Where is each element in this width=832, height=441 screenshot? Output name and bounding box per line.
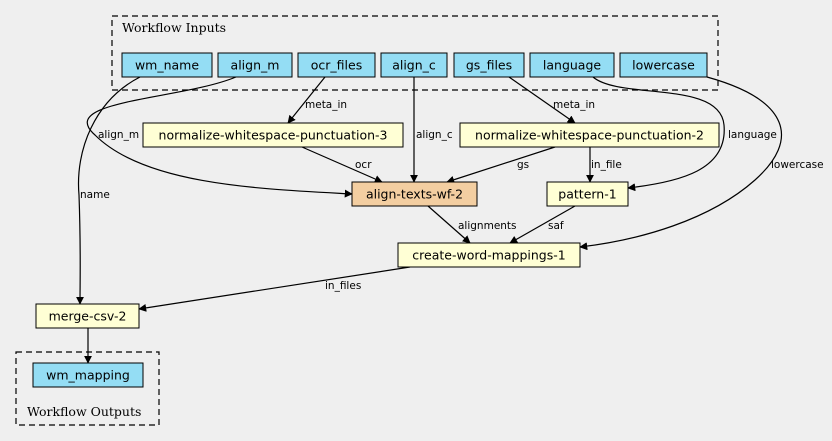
node-nwp3: normalize-whitespace-punctuation-3 (142, 122, 404, 148)
node-label-align_m: align_m (231, 58, 280, 73)
node-wm_name: wm_name (121, 52, 213, 78)
edge-label-nwp3-to-atwf2: ocr (355, 159, 372, 171)
node-label-gs_files: gs_files (466, 58, 512, 73)
node-box-align_m (217, 52, 293, 78)
node-label-mcsv2: merge-csv-2 (49, 309, 127, 324)
node-label-nwp3: normalize-whitespace-punctuation-3 (159, 128, 388, 143)
node-label-language: language (543, 58, 602, 73)
edge-label-cwm1-to-mcsv2: in_files (325, 280, 361, 292)
node-label-align_c: align_c (392, 58, 436, 73)
node-box-align_c (380, 52, 448, 78)
cluster-workflow-inputs-label: Workflow Inputs (122, 20, 226, 35)
cluster-workflow-inputs-border (111, 15, 719, 91)
edge-cwm1-to-mcsv2 (138, 266, 411, 312)
node-label-pattern1: pattern-1 (558, 187, 616, 202)
edge-label-ocr_files-to-nwp3: meta_in (305, 99, 347, 111)
node-box-atwf2 (351, 181, 478, 207)
node-cwm1: create-word-mappings-1 (397, 242, 581, 268)
node-lowercase: lowercase (619, 52, 708, 78)
edge-lowercase-to-cwm1 (579, 76, 782, 251)
node-label-atwf2: align-texts-wf-2 (366, 187, 463, 202)
node-box-ocr_files (297, 52, 376, 78)
edge-label-align_m-to-atwf2: align_m (98, 129, 139, 141)
node-box-lowercase (619, 52, 708, 78)
node-label-ocr_files: ocr_files (311, 58, 362, 73)
node-box-mcsv2 (35, 303, 140, 329)
edge-atwf2-to-cwm1 (427, 205, 471, 244)
edge-nwp3-to-atwf2 (301, 146, 383, 183)
node-box-wm_mapping (32, 362, 144, 388)
node-ocr_files: ocr_files (297, 52, 376, 78)
node-atwf2: align-texts-wf-2 (351, 181, 478, 207)
edge-label-pattern1-to-cwm1: saf (548, 220, 564, 232)
edge-label-lowercase-to-cwm1: lowercase (771, 159, 824, 171)
edge-align_m-to-atwf2 (86, 76, 353, 198)
edge-gs_files-to-nwp2 (508, 76, 576, 124)
node-box-gs_files (453, 52, 525, 78)
edge-label-atwf2-to-cwm1: alignments (458, 220, 517, 232)
node-box-pattern1 (546, 181, 629, 207)
edge-ocr_files-to-nwp3 (287, 76, 326, 124)
edge-label-language-to-pattern1: language (728, 129, 777, 141)
node-pattern1: pattern-1 (546, 181, 629, 207)
node-box-language (529, 52, 615, 78)
edge-label-wm_name-to-mcsv2: name (80, 189, 110, 201)
node-box-cwm1 (397, 242, 581, 268)
edge-label-align_c-to-atwf2: align_c (416, 129, 453, 141)
edge-label-nwp2-to-atwf2: gs (517, 159, 529, 171)
node-mcsv2: merge-csv-2 (35, 303, 140, 329)
node-label-lowercase: lowercase (632, 58, 695, 73)
edge-pattern1-to-cwm1 (509, 205, 576, 244)
edge-label-nwp2-to-pattern1: in_file (591, 159, 622, 171)
nodes-layer: wm_name align_m ocr_files align_c gs_files la… (32, 52, 720, 388)
node-wm_mapping: wm_mapping (32, 362, 144, 388)
node-box-nwp2 (459, 122, 720, 148)
cluster-workflow-inputs: Workflow Inputs (111, 15, 719, 91)
edges-layer (76, 76, 782, 364)
edge-language-to-pattern1 (592, 76, 725, 192)
edge-label-gs_files-to-nwp2: meta_in (553, 99, 595, 111)
node-box-wm_name (121, 52, 213, 78)
node-language: language (529, 52, 615, 78)
node-label-wm_name: wm_name (135, 58, 199, 73)
node-label-nwp2: normalize-whitespace-punctuation-2 (475, 128, 704, 143)
node-label-wm_mapping: wm_mapping (46, 368, 130, 383)
node-gs_files: gs_files (453, 52, 525, 78)
node-align_c: align_c (380, 52, 448, 78)
cluster-workflow-outputs-label: Workflow Outputs (27, 404, 141, 419)
edge-nwp2-to-atwf2 (446, 146, 556, 184)
node-nwp2: normalize-whitespace-punctuation-2 (459, 122, 720, 148)
node-label-cwm1: create-word-mappings-1 (412, 248, 565, 263)
edge-wm_name-to-mcsv2 (76, 76, 141, 305)
node-box-nwp3 (142, 122, 404, 148)
node-align_m: align_m (217, 52, 293, 78)
